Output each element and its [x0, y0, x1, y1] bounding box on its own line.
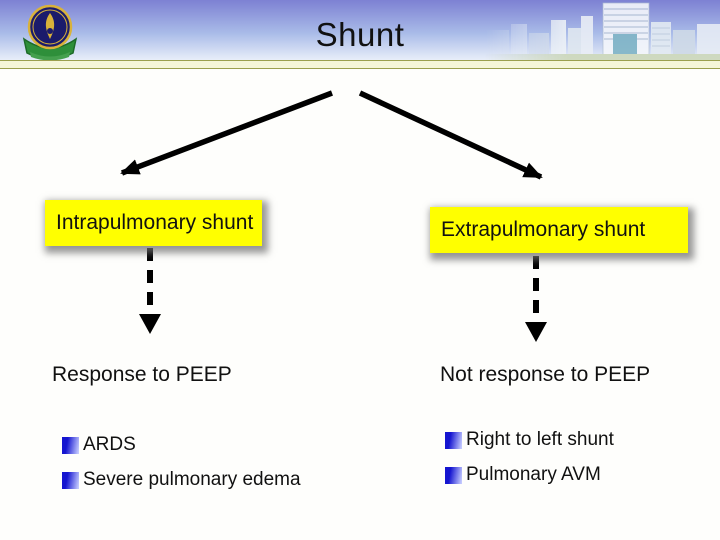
list-item: Right to left shunt: [445, 429, 614, 450]
header-divider: [0, 60, 720, 69]
slide-title: Shunt: [315, 16, 405, 53]
campus-buildings-image: [485, 2, 720, 60]
list-item-label: Right to left shunt: [466, 429, 614, 450]
list-item-label: Pulmonary AVM: [466, 464, 601, 485]
intrapulmonary-shunt-box: Intrapulmonary shunt: [45, 200, 262, 246]
dashed-arrow-right-head: [525, 322, 547, 342]
intrapulmonary-shunt-label: Intrapulmonary shunt: [56, 211, 254, 234]
bullet-square-icon: [62, 471, 79, 489]
bullet-square-icon: [445, 431, 462, 449]
arrow-to-extrapulmonary: [358, 90, 543, 180]
list-item-label: ARDS: [83, 434, 136, 455]
bullet-square-icon: [62, 436, 79, 454]
list-item: Pulmonary AVM: [445, 464, 614, 485]
slide-header: Shunt: [0, 0, 720, 63]
extrapulmonary-shunt-box: Extrapulmonary shunt: [430, 207, 688, 253]
right-response-text: Not response to PEEP: [440, 363, 651, 386]
left-item-list: ARDS Severe pulmonary edema: [62, 434, 301, 506]
arrow-to-intrapulmonary: [120, 90, 333, 176]
right-item-list: Right to left shunt Pulmonary AVM: [445, 429, 614, 501]
left-response-text: Response to PEEP: [52, 363, 232, 386]
list-item: ARDS: [62, 434, 301, 455]
list-item-label: Severe pulmonary edema: [83, 469, 301, 490]
university-logo-icon: [16, 3, 84, 63]
bullet-square-icon: [445, 466, 462, 484]
dashed-arrow-left-head: [139, 314, 161, 334]
extrapulmonary-shunt-label: Extrapulmonary shunt: [441, 218, 646, 241]
list-item: Severe pulmonary edema: [62, 469, 301, 490]
